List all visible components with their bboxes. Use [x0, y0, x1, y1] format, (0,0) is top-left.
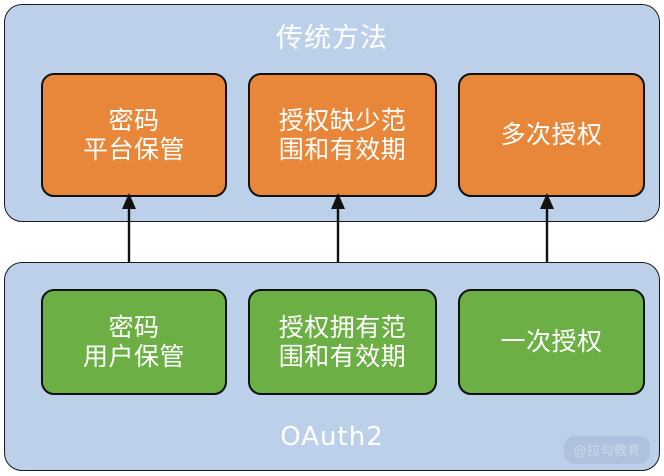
- panel-traditional-title: 传统方法: [276, 23, 388, 54]
- traditional-item-multiple-auth: 多次授权: [458, 73, 645, 197]
- panel-oauth2-title: OAuth2: [280, 422, 384, 452]
- oauth2-item-password-user: 密码 用户保管: [41, 289, 227, 395]
- oauth2-item-single-auth: 一次授权: [458, 289, 645, 395]
- traditional-item-scope-missing: 授权缺少范 围和有效期: [248, 73, 437, 197]
- panel-oauth2: 密码 用户保管 授权拥有范 围和有效期 一次授权 OAuth2: [4, 262, 660, 471]
- oauth2-item-scope-present: 授权拥有范 围和有效期: [248, 289, 437, 395]
- traditional-item-password-platform: 密码 平台保管: [41, 73, 227, 197]
- panel-traditional: 传统方法 密码 平台保管 授权缺少范 围和有效期 多次授权: [4, 4, 660, 222]
- watermark-badge: @拉勾教育: [564, 436, 650, 464]
